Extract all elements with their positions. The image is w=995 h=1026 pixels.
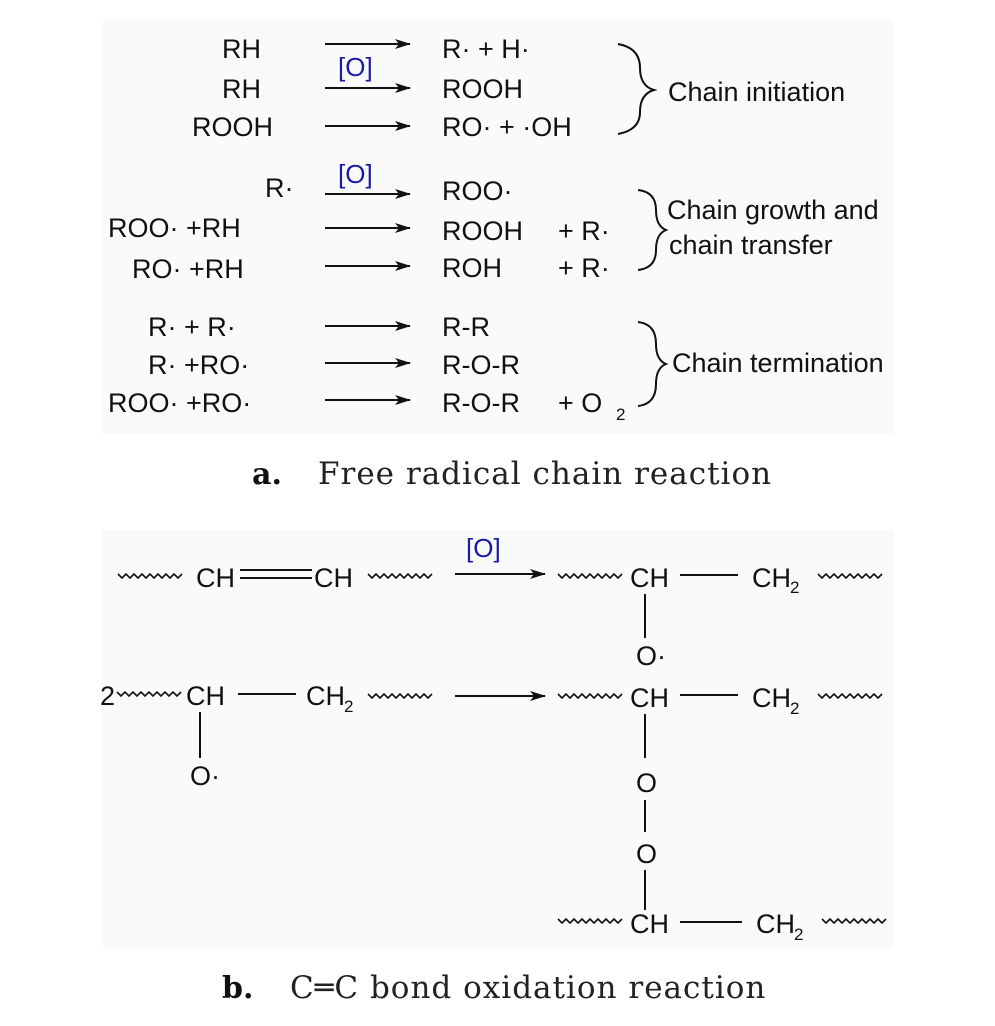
oxygen-radical: O· bbox=[190, 761, 220, 791]
polymer-chain-wave bbox=[817, 572, 883, 580]
methylene-group: CH bbox=[752, 683, 791, 713]
product: R· + H· bbox=[442, 34, 530, 64]
reactant: RH bbox=[222, 34, 261, 64]
methylene-group: CH bbox=[752, 563, 791, 593]
subscript: 2 bbox=[344, 697, 353, 716]
polymer-chain-wave bbox=[821, 917, 887, 925]
reactant: RH bbox=[222, 74, 261, 104]
carbon-atom: CH bbox=[196, 563, 235, 593]
reaction-1: CH CH [O] CH CH 2 O· bbox=[117, 533, 883, 671]
carbon-atom: CH bbox=[630, 563, 669, 593]
byproduct: + O bbox=[558, 388, 602, 418]
panel-a-background bbox=[102, 20, 894, 434]
stage-label: chain transfer bbox=[669, 230, 833, 260]
stage-label: Chain termination bbox=[672, 348, 884, 378]
subscript: 2 bbox=[790, 578, 799, 597]
stage-label: Chain growth and bbox=[667, 195, 879, 225]
product: RO· + ·OH bbox=[442, 112, 572, 142]
polymer-chain-wave bbox=[557, 917, 623, 925]
coefficient: 2 bbox=[100, 681, 115, 711]
oxidation-condition: [O] bbox=[338, 159, 373, 189]
polymer-chain-wave bbox=[817, 692, 883, 700]
product: ROOH bbox=[442, 216, 523, 246]
initiation-group: RH R· + H· RH [O] ROOH ROOH RO· + ·OH Ch… bbox=[192, 34, 845, 142]
caption-letter: a. bbox=[252, 457, 282, 492]
panel-b-background bbox=[102, 530, 894, 948]
oxygen-radical: O· bbox=[636, 641, 666, 671]
polymer-chain-wave bbox=[557, 572, 623, 580]
reaction-2: 2 CH CH 2 O· CH CH 2 O O CH CH 2 bbox=[100, 681, 887, 944]
growth-group: R· [O] ROO· ROO· +RH ROOH + R· RO· +RH R… bbox=[108, 159, 879, 284]
oxidation-condition: [O] bbox=[466, 533, 501, 563]
product: ROOH bbox=[442, 74, 523, 104]
termination-group: R· + R· R-R R· +RO· R-O-R ROO· +RO· R-O-… bbox=[108, 312, 884, 424]
reactant: ROO· +RH bbox=[108, 213, 241, 243]
polymer-chain-wave bbox=[116, 690, 182, 698]
product: R-R bbox=[442, 312, 490, 342]
oxygen-atom: O bbox=[636, 768, 657, 798]
reactant: R· + R· bbox=[148, 312, 236, 342]
oxygen-atom: O bbox=[636, 839, 657, 869]
polymer-chain-wave bbox=[117, 572, 183, 580]
product: ROH bbox=[442, 253, 502, 283]
byproduct: + R· bbox=[558, 216, 610, 246]
reactant: RO· +RH bbox=[132, 254, 244, 284]
methylene-group: CH bbox=[756, 909, 795, 939]
carbon-atom: CH bbox=[630, 683, 669, 713]
methylene-group: CH bbox=[306, 681, 345, 711]
reactant: ROO· +RO· bbox=[108, 388, 251, 418]
oxidation-condition: [O] bbox=[338, 52, 373, 82]
caption-letter: b. bbox=[222, 971, 253, 1006]
product: R-O-R bbox=[442, 350, 520, 380]
carbon-atom: CH bbox=[186, 681, 225, 711]
reactant: R· +RO· bbox=[148, 350, 249, 380]
polymer-chain-wave bbox=[367, 572, 433, 580]
product: R-O-R bbox=[442, 388, 520, 418]
caption-text: C═C bond oxidation reaction bbox=[290, 970, 766, 1006]
polymer-chain-wave bbox=[367, 692, 433, 700]
caption-text: Free radical chain reaction bbox=[318, 456, 772, 492]
subscript: 2 bbox=[794, 925, 803, 944]
brace bbox=[617, 43, 658, 135]
reactant: ROOH bbox=[192, 112, 273, 142]
subscript: 2 bbox=[616, 405, 625, 424]
product: ROO· bbox=[442, 176, 513, 206]
polymer-chain-wave bbox=[557, 692, 623, 700]
byproduct: + R· bbox=[558, 253, 610, 283]
subscript: 2 bbox=[790, 699, 799, 718]
brace bbox=[637, 321, 669, 407]
reactant: R· bbox=[265, 173, 294, 203]
stage-label: Chain initiation bbox=[668, 77, 845, 107]
brace bbox=[637, 189, 669, 271]
carbon-atom: CH bbox=[630, 909, 669, 939]
carbon-atom: CH bbox=[314, 563, 353, 593]
